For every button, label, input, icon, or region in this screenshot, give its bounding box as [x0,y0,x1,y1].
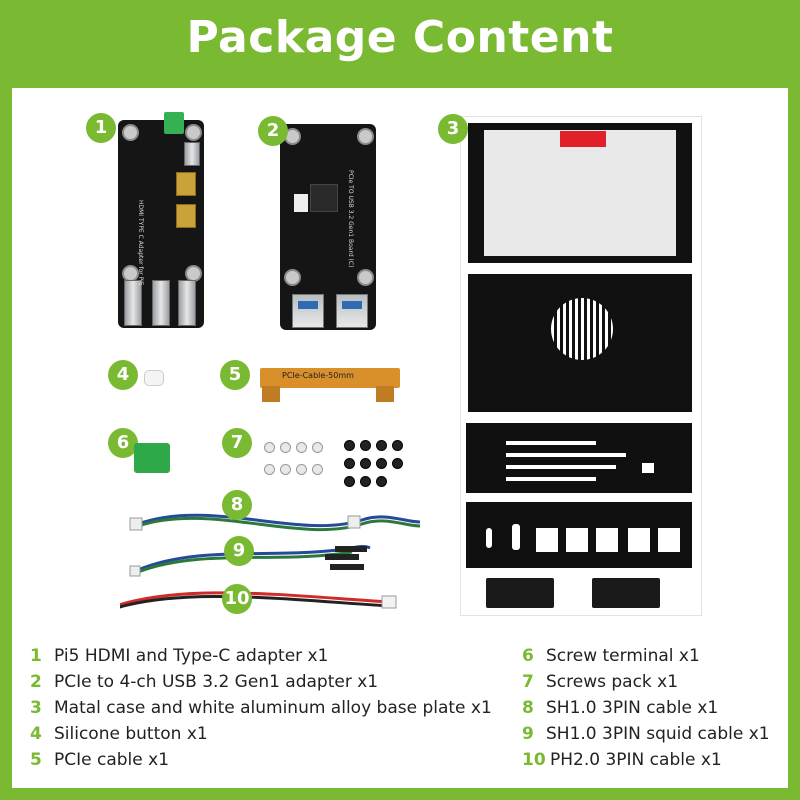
black-screw [392,440,403,451]
mount-hole [122,124,139,141]
white-screw [296,442,307,453]
black-screw [344,476,355,487]
hdmi-typec-adapter-board: HDMI TYPE C Adapter for Pi5 [118,120,204,328]
badge-3: 3 [438,114,468,144]
board2-silkscreen-text: PCIe TO USB 3.2 Gen1 Board (C) [347,170,354,268]
front-panel-plate [466,423,692,493]
badge-9: 9 [224,536,254,566]
pcie-cable-text: PCIe-Cable-50mm [282,371,354,380]
sh-connector [294,194,308,212]
white-screw [312,464,323,475]
black-screw [360,458,371,469]
mount-hole [284,269,301,286]
black-screw [376,440,387,451]
black-screw [376,458,387,469]
rear-panel-plate [466,502,692,568]
mount-hole [357,128,374,145]
badge-4: 4 [108,360,138,390]
cable-tail [262,386,280,402]
cable-tail [376,386,394,402]
usb-port [336,294,368,328]
screw-terminal [134,443,170,473]
white-screw [280,464,291,475]
white-screw [280,442,291,453]
badge-10: 10 [222,584,252,614]
pcie-usb-adapter-board: PCIe TO USB 3.2 Gen1 Board (C) [280,124,376,330]
board1-silkscreen-text: HDMI TYPE C Adapter for Pi5 [137,200,144,286]
white-screw [296,464,307,475]
mount-hole [357,269,374,286]
badge-1: 1 [86,113,116,143]
black-screw [360,440,371,451]
black-screw [376,476,387,487]
green-terminal-on-board [164,112,184,134]
mount-bracket [486,578,554,608]
case-area [460,116,702,616]
controller-chip [310,184,338,212]
connector-plug [178,280,196,326]
silicone-button [144,370,164,386]
connector-plug [152,280,170,326]
black-screw [392,458,403,469]
fan-vent [551,298,613,360]
black-screw [360,476,371,487]
connector-plug [124,280,142,326]
page-title: Package Content [186,12,614,63]
aluminum-base-plate [484,130,676,256]
white-screw [312,442,323,453]
badge-8: 8 [222,490,252,520]
white-screw [264,464,275,475]
badge-7: 7 [222,428,252,458]
black-screw [344,458,355,469]
white-screw [264,442,275,453]
black-screw [344,440,355,451]
badge-6: 6 [108,428,138,458]
badge-2: 2 [258,116,288,146]
mount-hole [185,124,202,141]
pcie-flex-cable: PCIe-Cable-50mm [260,368,400,388]
red-tag [560,131,606,147]
hdmi-port [176,204,196,228]
hdmi-port [176,172,196,196]
badge-5: 5 [220,360,250,390]
cables-illustration [120,513,421,609]
mount-bracket [592,578,660,608]
usb-port [292,294,324,328]
typec-port [184,142,200,166]
